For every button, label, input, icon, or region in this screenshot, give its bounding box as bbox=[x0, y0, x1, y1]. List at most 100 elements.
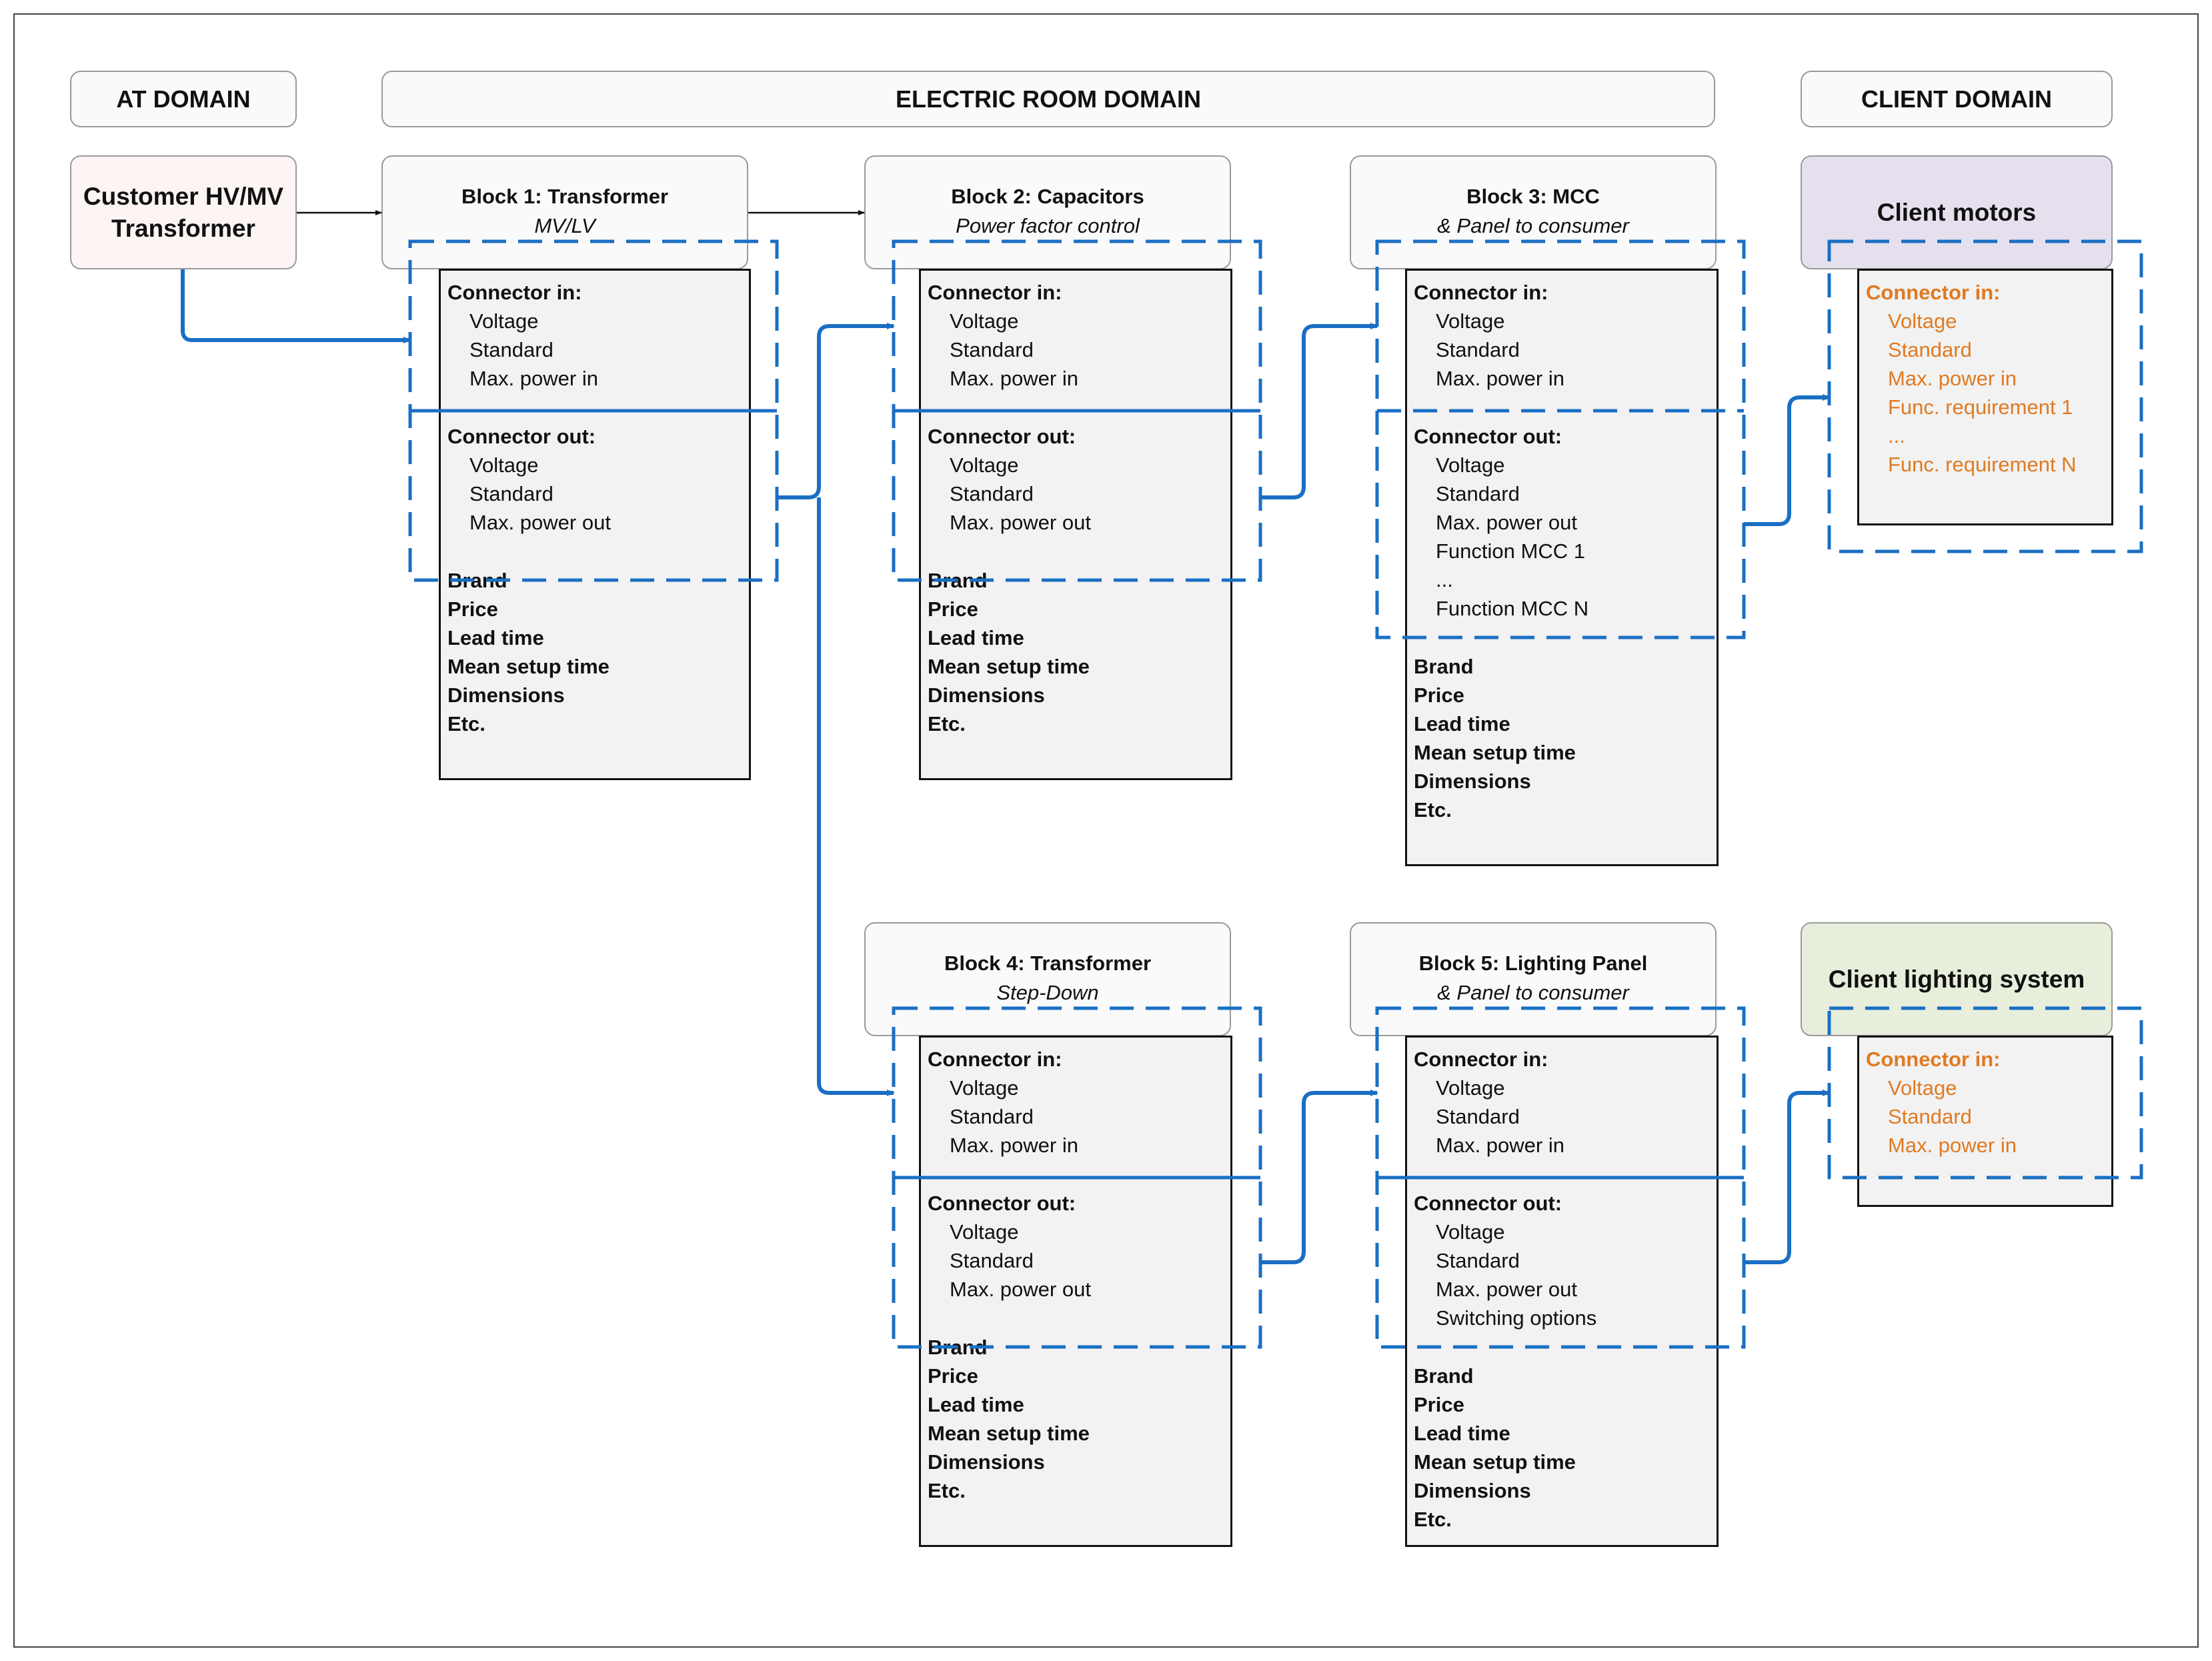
at-domain-label: AT DOMAIN bbox=[116, 85, 251, 113]
block5-in-voltage: Voltage bbox=[1436, 1076, 1505, 1100]
client-motors-title: Client motors bbox=[1877, 198, 2037, 226]
block4-out-max-power: Max. power out bbox=[950, 1278, 1091, 1301]
electric-room-domain-header: ELECTRIC ROOM DOMAIN bbox=[381, 71, 1715, 127]
client-motors-header: Client motors bbox=[1801, 155, 2113, 269]
block4-out-voltage: Voltage bbox=[950, 1220, 1019, 1244]
block2-header: Block 2: Capacitors Power factor control bbox=[864, 155, 1231, 269]
block3-subtitle: & Panel to consumer bbox=[1437, 214, 1629, 237]
block4-mean-setup-time: Mean setup time bbox=[928, 1422, 1090, 1445]
block2-brand: Brand bbox=[928, 569, 988, 592]
block5-out-standard: Standard bbox=[1436, 1249, 1520, 1272]
block4-price: Price bbox=[928, 1364, 978, 1388]
block3-mean-setup-time: Mean setup time bbox=[1414, 741, 1576, 764]
block1-in-voltage: Voltage bbox=[469, 309, 539, 333]
client-lighting-header: Client lighting system bbox=[1801, 922, 2113, 1036]
block2-mean-setup-time: Mean setup time bbox=[928, 655, 1090, 678]
block3-out-ellipsis: ... bbox=[1436, 568, 1453, 591]
block5-connector-in-label: Connector in: bbox=[1414, 1048, 1548, 1071]
block5-title: Block 5: Lighting Panel bbox=[1418, 952, 1648, 975]
block4-connector-in-label: Connector in: bbox=[928, 1048, 1062, 1071]
block3-brand: Brand bbox=[1414, 655, 1474, 678]
block5-connector-out-label: Connector out: bbox=[1414, 1192, 1562, 1215]
block1-connector-in-label: Connector in: bbox=[447, 281, 582, 304]
block1-title: Block 1: Transformer bbox=[461, 185, 669, 208]
block1-body: Connector in: Voltage Standard Max. powe… bbox=[439, 269, 751, 780]
block3-in-voltage: Voltage bbox=[1436, 309, 1505, 333]
client-motors-ellipsis: ... bbox=[1888, 424, 1905, 447]
block4-dimensions: Dimensions bbox=[928, 1450, 1045, 1474]
block1-in-standard: Standard bbox=[469, 338, 554, 361]
block5-dimensions: Dimensions bbox=[1414, 1479, 1531, 1502]
block4-body: Connector in: Voltage Standard Max. powe… bbox=[919, 1036, 1232, 1547]
block4-in-standard: Standard bbox=[950, 1105, 1034, 1128]
block5-etc: Etc. bbox=[1414, 1508, 1452, 1531]
block5-lead-time: Lead time bbox=[1414, 1422, 1510, 1445]
client-motors-standard: Standard bbox=[1888, 338, 1972, 361]
block1-out-voltage: Voltage bbox=[469, 453, 539, 477]
block2-connector-in-label: Connector in: bbox=[928, 281, 1062, 304]
block4-header: Block 4: Transformer Step-Down bbox=[864, 922, 1231, 1036]
block1-in-max-power: Max. power in bbox=[469, 367, 598, 390]
customer-transformer-line1: Customer HV/MV bbox=[83, 182, 284, 210]
block5-header: Block 5: Lighting Panel & Panel to consu… bbox=[1350, 922, 1717, 1036]
block2-price: Price bbox=[928, 597, 978, 621]
block5-in-max-power: Max. power in bbox=[1436, 1134, 1564, 1157]
block5-subtitle: & Panel to consumer bbox=[1437, 981, 1629, 1004]
block4-out-standard: Standard bbox=[950, 1249, 1034, 1272]
client-domain-header: CLIENT DOMAIN bbox=[1801, 71, 2113, 127]
block3-out-standard: Standard bbox=[1436, 482, 1520, 505]
block1-brand: Brand bbox=[447, 569, 507, 592]
block4-title: Block 4: Transformer bbox=[944, 952, 1152, 975]
at-domain-header: AT DOMAIN bbox=[70, 71, 297, 127]
block4-subtitle: Step-Down bbox=[996, 981, 1099, 1004]
block2-title: Block 2: Capacitors bbox=[951, 185, 1144, 208]
block5-brand: Brand bbox=[1414, 1364, 1474, 1388]
block3-lead-time: Lead time bbox=[1414, 712, 1510, 735]
block1-price: Price bbox=[447, 597, 498, 621]
client-motors-func-req-1: Func. requirement 1 bbox=[1888, 395, 2073, 419]
block2-connector-out-label: Connector out: bbox=[928, 425, 1076, 448]
block1-etc: Etc. bbox=[447, 712, 485, 735]
block4-brand: Brand bbox=[928, 1336, 988, 1359]
customer-transformer-line2: Transformer bbox=[111, 214, 255, 242]
client-domain-label: CLIENT DOMAIN bbox=[1861, 85, 2052, 113]
block1-out-standard: Standard bbox=[469, 482, 554, 505]
client-lighting-connector-in-label: Connector in: bbox=[1866, 1048, 2001, 1071]
block3-title: Block 3: MCC bbox=[1466, 185, 1600, 208]
client-lighting-max-power: Max. power in bbox=[1888, 1134, 2017, 1157]
electric-room-domain-label: ELECTRIC ROOM DOMAIN bbox=[896, 85, 1201, 113]
block2-in-max-power: Max. power in bbox=[950, 367, 1078, 390]
block3-out-function-mcc-1: Function MCC 1 bbox=[1436, 539, 1585, 563]
diagram-frame bbox=[13, 13, 2199, 1648]
block5-mean-setup-time: Mean setup time bbox=[1414, 1450, 1576, 1474]
block2-subtitle: Power factor control bbox=[956, 214, 1140, 237]
client-lighting-standard: Standard bbox=[1888, 1105, 1972, 1128]
block2-out-voltage: Voltage bbox=[950, 453, 1019, 477]
block4-connector-out-label: Connector out: bbox=[928, 1192, 1076, 1215]
block4-in-max-power: Max. power in bbox=[950, 1134, 1078, 1157]
block3-in-max-power: Max. power in bbox=[1436, 367, 1564, 390]
block1-out-max-power: Max. power out bbox=[469, 511, 611, 534]
block1-mean-setup-time: Mean setup time bbox=[447, 655, 610, 678]
block4-etc: Etc. bbox=[928, 1479, 966, 1502]
block5-body: Connector in: Voltage Standard Max. powe… bbox=[1405, 1036, 1719, 1547]
block5-in-standard: Standard bbox=[1436, 1105, 1520, 1128]
block3-header: Block 3: MCC & Panel to consumer bbox=[1350, 155, 1717, 269]
block3-out-function-mcc-n: Function MCC N bbox=[1436, 597, 1589, 620]
block5-out-switching-options: Switching options bbox=[1436, 1306, 1597, 1330]
block1-header: Block 1: Transformer MV/LV bbox=[381, 155, 748, 269]
block3-etc: Etc. bbox=[1414, 798, 1452, 821]
block4-lead-time: Lead time bbox=[928, 1393, 1024, 1416]
block3-connector-in-label: Connector in: bbox=[1414, 281, 1548, 304]
block3-out-max-power: Max. power out bbox=[1436, 511, 1577, 534]
block2-body: Connector in: Voltage Standard Max. powe… bbox=[919, 269, 1232, 780]
block1-connector-out-label: Connector out: bbox=[447, 425, 596, 448]
block2-dimensions: Dimensions bbox=[928, 683, 1045, 707]
block3-out-voltage: Voltage bbox=[1436, 453, 1505, 477]
block3-body: Connector in: Voltage Standard Max. powe… bbox=[1405, 269, 1719, 866]
client-lighting-title: Client lighting system bbox=[1828, 965, 2085, 993]
block3-dimensions: Dimensions bbox=[1414, 769, 1531, 793]
block3-connector-out-label: Connector out: bbox=[1414, 425, 1562, 448]
block5-price: Price bbox=[1414, 1393, 1464, 1416]
block2-lead-time: Lead time bbox=[928, 626, 1024, 649]
